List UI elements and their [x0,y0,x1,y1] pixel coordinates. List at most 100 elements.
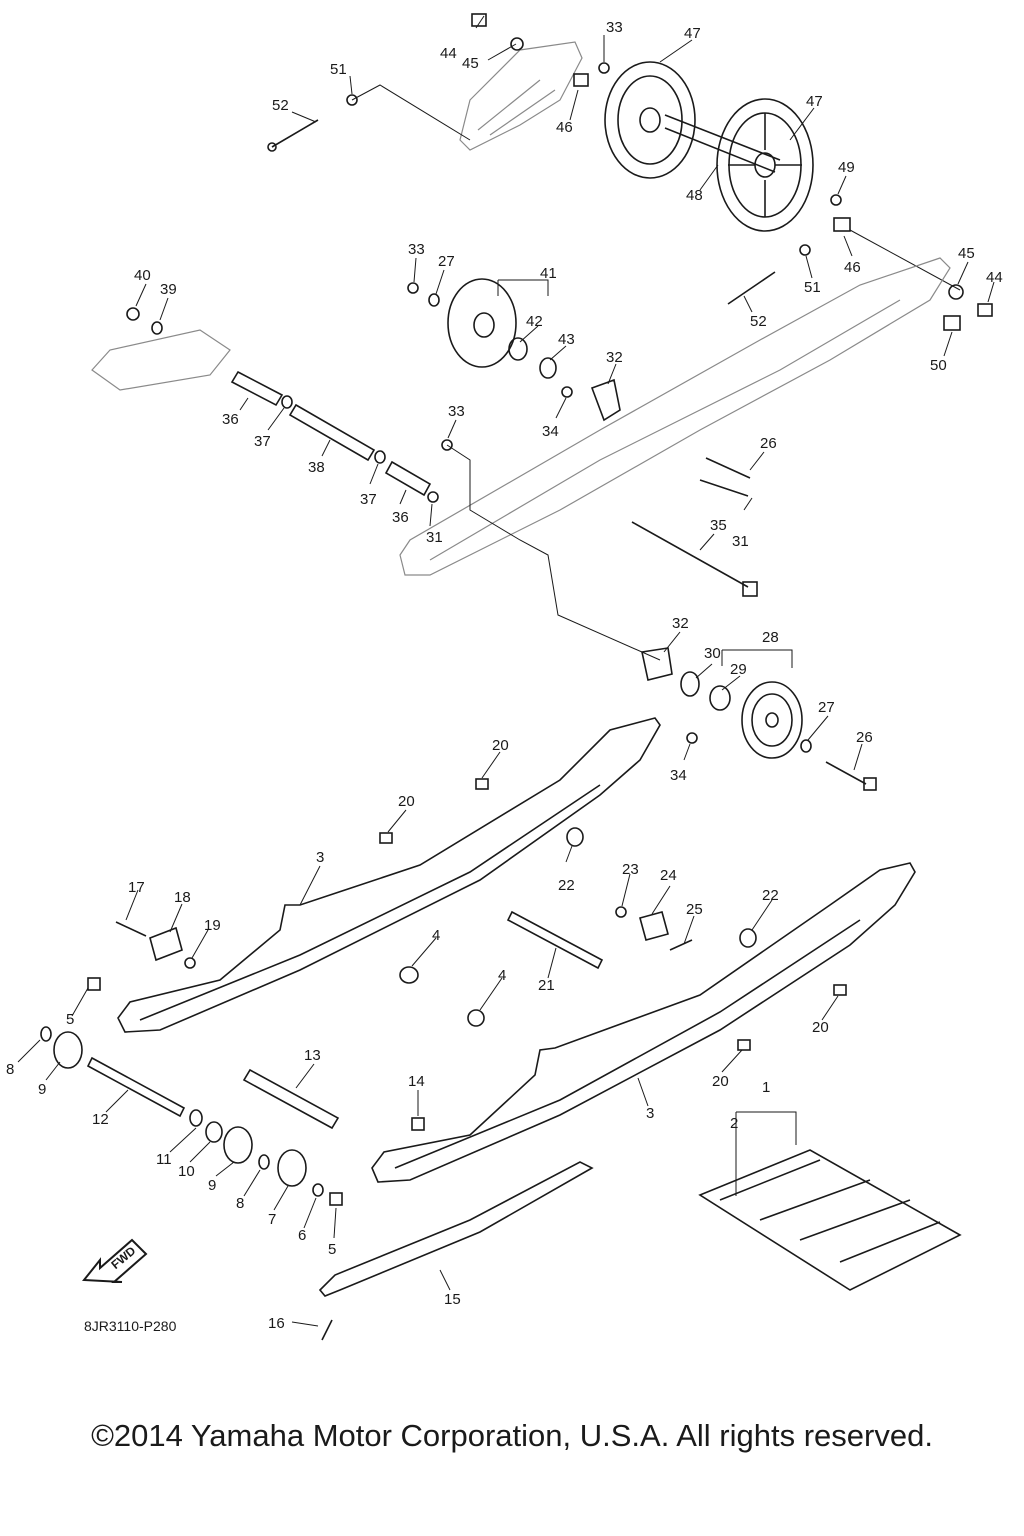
callout-19: 19 [204,917,221,934]
callout-47: 47 [684,25,701,42]
callout-42: 42 [526,313,543,330]
callout-37: 37 [360,491,377,508]
callout-43: 43 [558,331,575,348]
callout-33: 33 [606,19,623,36]
nut-14 [411,1117,425,1131]
callout-31: 31 [732,533,749,550]
bolt-20-d [737,1039,751,1051]
wheel-9-left [53,1031,83,1069]
washer-4-right [467,1009,485,1027]
callout-15: 15 [444,1291,461,1308]
screw-16 [321,1319,333,1341]
bearing-29 [709,685,731,711]
callout-47: 47 [806,93,823,110]
callout-49: 49 [838,159,855,176]
slide-rail-right [371,862,916,1183]
rear-idler-wheel-left [604,61,696,179]
bolt-31-right [699,479,749,497]
collar-22-right [739,928,757,948]
copyright-notice: ©2014 Yamaha Motor Corporation, U.S.A. A… [91,1418,933,1453]
bolt-52-top [267,119,319,152]
nut-33-top [598,62,610,74]
bolt-26-lower [825,761,877,791]
callout-25: 25 [686,901,703,918]
callout-32: 32 [606,349,623,366]
callout-20: 20 [492,737,509,754]
callout-38: 38 [308,459,325,476]
callout-3: 3 [316,849,324,866]
callout-51: 51 [330,61,347,78]
cap-46-top [573,73,589,87]
callout-51: 51 [804,279,821,296]
collar-22-left [566,827,584,847]
rear-axle-shaft [664,114,781,173]
callout-52: 52 [750,313,767,330]
callout-34: 34 [670,767,687,784]
washer-6 [312,1183,324,1197]
slide-rail-left [117,717,661,1033]
callout-20: 20 [398,793,415,810]
cap-50 [943,315,961,331]
callout-33: 33 [448,403,465,420]
wheel-41 [447,278,517,368]
clip-8-left [40,1026,52,1042]
callout-8: 8 [6,1061,14,1078]
callout-20: 20 [712,1073,729,1090]
nut-23 [615,906,627,918]
callout-23: 23 [622,861,639,878]
clip-19 [184,957,196,969]
callout-21: 21 [538,977,555,994]
callout-9: 9 [208,1177,216,1194]
bracket-32-upper [590,378,621,422]
bearing-10 [205,1121,223,1143]
callout-50: 50 [930,357,947,374]
clip-30 [680,671,700,697]
callout-27: 27 [438,253,455,270]
collar-36-right [384,460,432,497]
bolt-31-left [427,491,439,503]
callout-27: 27 [818,699,835,716]
wheel-28 [741,681,803,759]
callout-13: 13 [304,1047,321,1064]
callout-24: 24 [660,867,677,884]
callout-16: 16 [268,1315,285,1332]
bolt-25 [669,939,693,951]
callout-5: 5 [66,1011,74,1028]
nut-51-top [346,94,358,106]
callout-4: 4 [432,927,440,944]
callout-9: 9 [38,1081,46,1098]
slider-block-18 [149,926,183,962]
callout-labels: 1 2 3 3 4 4 5 5 6 7 8 8 9 9 10 11 12 13 … [6,19,1003,1332]
callout-11: 11 [156,1151,172,1168]
callout-40: 40 [134,267,151,284]
callout-31: 31 [426,529,443,546]
callout-45: 45 [958,245,975,262]
upper-rear-rail [459,41,583,151]
washer-27-lower [800,739,812,753]
clip-8-right [258,1154,270,1170]
shaft-13 [242,1068,340,1130]
callout-30: 30 [704,645,721,662]
callout-36: 36 [222,411,239,428]
washer-45-top [510,37,524,51]
bolt-35 [631,521,758,597]
callout-22: 22 [558,877,575,894]
nut-40 [126,307,140,321]
bolt-5-lower [329,1192,343,1206]
bracket-32-lower [641,647,673,681]
cap-46-right [833,217,851,232]
leader-lines [17,15,995,1327]
callout-36: 36 [392,509,409,526]
callout-33: 33 [408,241,425,258]
axle-12 [86,1056,186,1118]
oring-37-left [281,395,293,409]
bolt-20-b [379,832,393,844]
callout-46: 46 [556,119,573,136]
oring-37-right [374,450,386,464]
clip-11 [189,1109,203,1127]
shaft-38 [288,403,376,462]
callout-20: 20 [812,1019,829,1036]
callout-6: 6 [298,1227,306,1244]
callout-44: 44 [440,45,457,62]
callout-28: 28 [762,629,779,646]
